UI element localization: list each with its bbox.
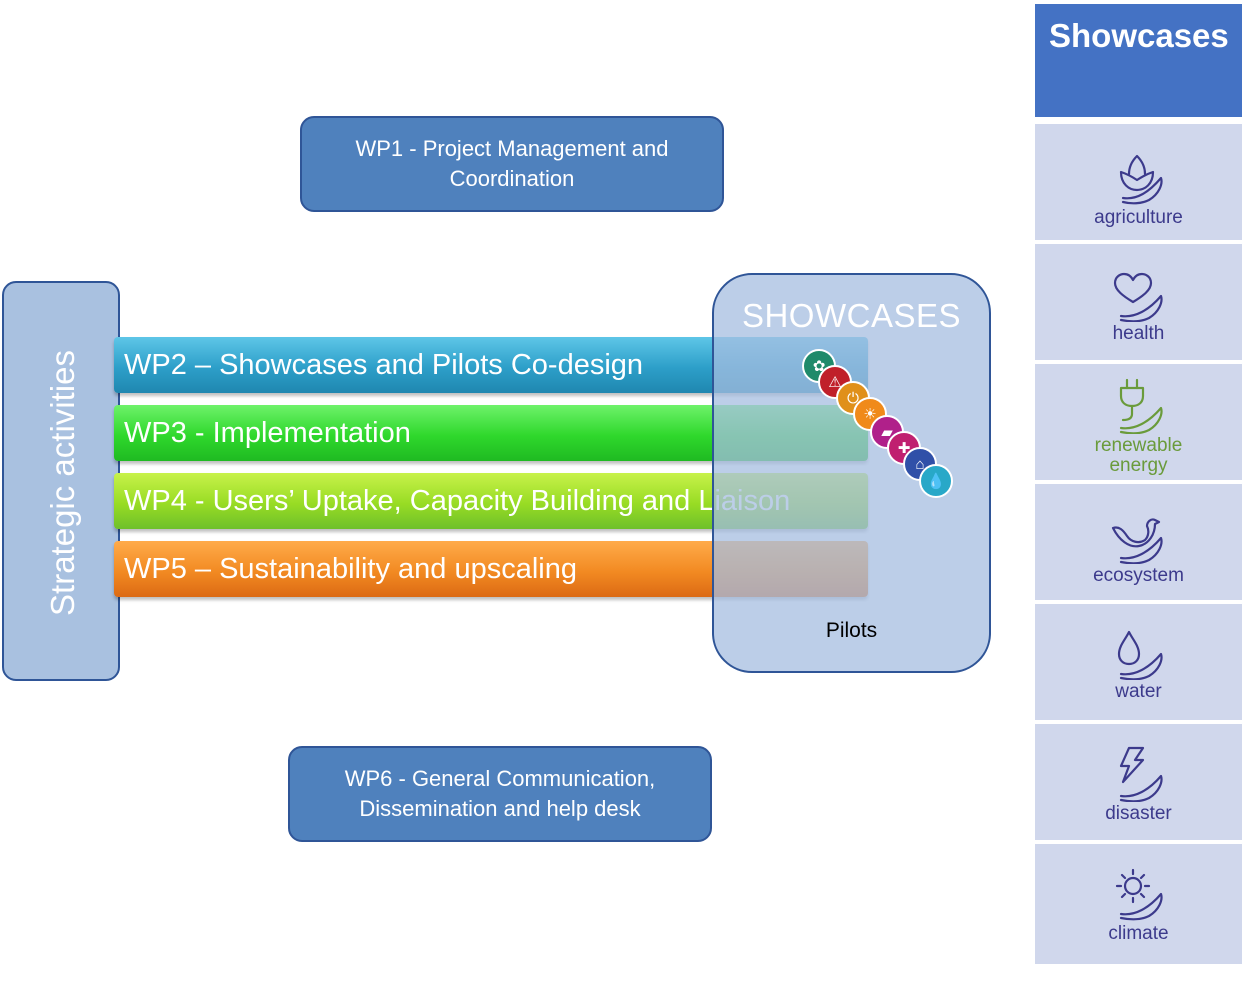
water-drop-icon	[1117, 630, 1163, 680]
tile-health-label: health	[1112, 323, 1165, 344]
wp1-line-1: WP1 - Project Management and	[355, 136, 669, 161]
pilots-label: Pilots	[825, 619, 878, 642]
showcases-panel: SHOWCASES ✿ ⚠ ⏻ ☀ ▰ ✚ ⌂ 💧 Pilots	[712, 273, 991, 673]
wp6-line-2: Dissemination and help desk	[359, 796, 641, 821]
bird-icon	[1111, 518, 1163, 564]
tile-health: health	[1035, 244, 1242, 360]
tile-agriculture: agriculture	[1035, 124, 1242, 240]
heart-icon	[1113, 272, 1163, 322]
tile-climate: climate	[1035, 844, 1242, 964]
tile-disaster: disaster	[1035, 724, 1242, 840]
plug-icon	[1119, 378, 1163, 434]
wp1-box: WP1 - Project Management and Coordinatio…	[300, 116, 724, 212]
tile-renewable-energy-label-1: renewable	[1094, 435, 1183, 456]
sun-icon	[1115, 868, 1163, 921]
tile-disaster-label: disaster	[1105, 803, 1172, 824]
pilot-water-icon: 💧	[919, 464, 953, 498]
tile-climate-label: climate	[1108, 923, 1169, 944]
strategic-activities-panel: Strategic activities	[2, 281, 120, 681]
tile-ecosystem-label: ecosystem	[1093, 565, 1184, 586]
showcases-panel-title: SHOWCASES	[741, 297, 962, 334]
flower-icon	[1119, 154, 1163, 205]
lightning-icon	[1119, 746, 1163, 802]
wp6-line-1: WP6 - General Communication,	[344, 766, 656, 791]
tile-renewable-energy-label-2: energy	[1109, 455, 1168, 476]
strategic-activities-label: Strategic activities	[44, 350, 81, 616]
tile-renewable-energy: renewable energy	[1035, 364, 1242, 480]
tile-water-label: water	[1115, 681, 1162, 702]
wp1-line-2: Coordination	[449, 166, 575, 191]
tile-agriculture-label: agriculture	[1094, 207, 1183, 228]
wp6-box: WP6 - General Communication, Disseminati…	[288, 746, 712, 842]
tile-ecosystem: ecosystem	[1035, 484, 1242, 600]
tile-water: water	[1035, 604, 1242, 720]
sidebar-title: Showcases	[1035, 4, 1242, 117]
